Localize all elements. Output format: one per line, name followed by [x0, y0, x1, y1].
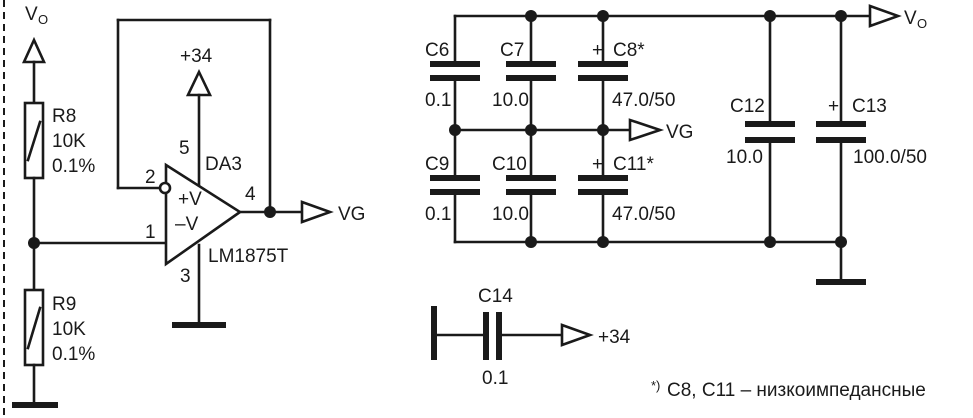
- capacitor-bank: [428, 4, 902, 285]
- vg-arrow-right: [628, 118, 665, 142]
- net-label-vo-left-sub: O: [38, 12, 48, 27]
- resistor-r8-slash: [26, 120, 42, 162]
- c6-ref: C6: [425, 40, 449, 61]
- divider-network: [12, 36, 168, 408]
- c7-value: 10.0: [492, 90, 529, 111]
- plus34-arrow-c14: [560, 323, 594, 347]
- cap-c14: [431, 306, 594, 360]
- junction-dot: [835, 236, 847, 248]
- inverting-bubble: [158, 181, 172, 195]
- junction-dot: [525, 236, 537, 248]
- pin-4-label: 4: [245, 184, 256, 205]
- c13-plus: +: [828, 96, 839, 117]
- c13-ref: C13: [852, 96, 887, 117]
- pin-2-label: 2: [145, 167, 156, 188]
- c8-ref: C8*: [613, 40, 645, 61]
- junction-dot: [597, 236, 609, 248]
- r9-ref: R9: [52, 294, 76, 315]
- c10-value: 10.0: [492, 204, 529, 225]
- r8-ref: R8: [52, 106, 76, 127]
- vo-arrow-right: [868, 4, 902, 28]
- net-label-vo-right-sub: O: [917, 16, 927, 31]
- net-label-vo-right: V: [904, 8, 917, 29]
- c9-ref: C9: [425, 154, 449, 175]
- c12-value: 10.0: [726, 147, 763, 168]
- junction-dot: [764, 10, 776, 22]
- c10-ref: C10: [492, 154, 527, 175]
- junction-dot: [525, 124, 537, 136]
- c9-value: 0.1: [425, 204, 451, 225]
- footnote-text: C8, C11 – низкоимпедансные: [667, 380, 926, 401]
- opamp-minus-v: –V: [175, 214, 199, 235]
- c6-value: 0.1: [425, 90, 451, 111]
- junction-dot: [597, 10, 609, 22]
- net-label-vg-right: VG: [666, 122, 693, 143]
- c14-ref: C14: [478, 286, 513, 307]
- c11-plus: +: [592, 154, 603, 175]
- r9-tolerance: 0.1%: [52, 344, 95, 365]
- opamp-ref: DA3: [205, 154, 242, 175]
- c11-value: 47.0/50: [612, 204, 675, 225]
- junction-dot: [449, 124, 461, 136]
- c8-plus: +: [592, 40, 603, 61]
- footnote-marker: *): [651, 378, 660, 393]
- junction-dot: [835, 10, 847, 22]
- opamp-part: LM1875T: [208, 246, 289, 267]
- junction-dot: [764, 236, 776, 248]
- resistor-r9-slash: [26, 306, 42, 350]
- plus34-label-opamp: +34: [180, 46, 213, 67]
- pin-1-label: 1: [145, 222, 156, 243]
- r8-value: 10K: [52, 131, 86, 152]
- c14-value: 0.1: [482, 368, 508, 389]
- plus34-label-c14: +34: [598, 327, 631, 348]
- r8-tolerance: 0.1%: [52, 156, 95, 177]
- pin-5-label: 5: [179, 138, 190, 159]
- vg-arrow-left: [300, 200, 334, 224]
- junction-dot: [525, 10, 537, 22]
- c8-value: 47.0/50: [612, 90, 675, 111]
- r9-value: 10K: [52, 319, 86, 340]
- c11-ref: C11*: [613, 154, 654, 175]
- plus34-arrow-opamp: [185, 68, 213, 97]
- opamp-triangle: [164, 162, 243, 267]
- vo-arrow-left: [21, 36, 47, 64]
- net-label-vo-left: V: [25, 4, 38, 25]
- pin-3-label: 3: [180, 266, 191, 287]
- opamp-plus-v: +V: [178, 189, 202, 210]
- c13-value: 100.0/50: [853, 147, 927, 168]
- opamp-da3: [116, 18, 334, 328]
- c7-ref: C7: [500, 40, 524, 61]
- junction-dot: [597, 124, 609, 136]
- net-label-vg-left: VG: [338, 204, 365, 225]
- c12-ref: C12: [730, 96, 765, 117]
- junction-output: [264, 206, 276, 218]
